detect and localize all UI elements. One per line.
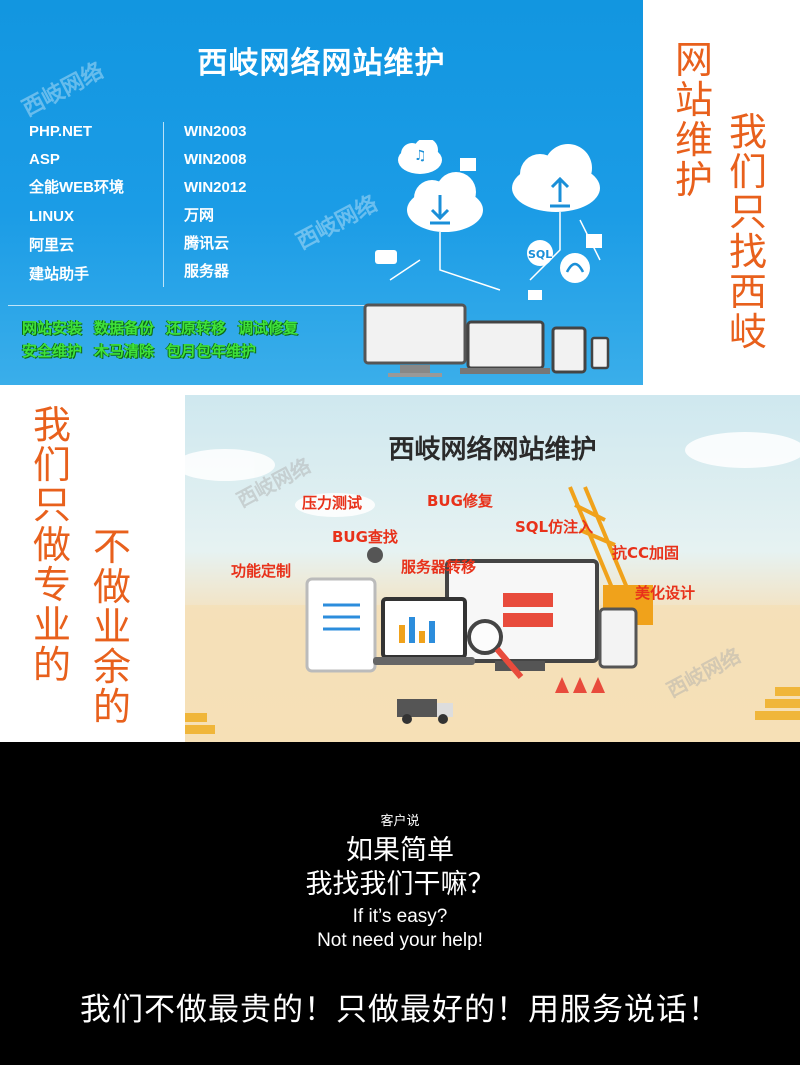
chat-icon <box>460 158 476 171</box>
slogan: 我们不做最贵的！只做最好的！用服务说话！ <box>80 992 720 1028</box>
customer-quote-section: 客户说 如果简单 我找我们干嘛？ If it’s easy? Not need … <box>0 742 800 1065</box>
service-item: 木马清除 <box>94 342 155 360</box>
tech-list-left: PHP.NET ASP 全能WEB环境 LINUX 阿里云 建站助手 <box>29 122 124 294</box>
tag-bug-find: BUG查找 <box>332 528 398 546</box>
headphone-icon <box>560 253 590 283</box>
truck-icon <box>397 699 453 724</box>
svg-text:SQL: SQL <box>528 248 552 261</box>
phone-icon <box>590 336 610 370</box>
desktop-monitor-icon <box>363 303 467 377</box>
workspace-illustration <box>185 432 800 742</box>
tag-stress-test: 压力测试 <box>302 494 363 512</box>
cloud-icon <box>185 432 800 517</box>
gear-icon <box>367 547 383 563</box>
crane-icon <box>568 486 632 596</box>
side-slogan-only-xiqi: 我们只找西岐 <box>728 110 767 354</box>
brick-icon <box>185 687 800 734</box>
banner1-title: 西岐网络网站维护 <box>197 46 446 81</box>
laptop-icon <box>460 320 550 374</box>
edit-icon <box>586 234 602 248</box>
service-item: 网站安装 <box>22 319 83 337</box>
tag-beautify-design: 美化设计 <box>635 584 696 602</box>
service-item: 还原转移 <box>166 319 227 337</box>
desktop-monitor-icon <box>445 559 599 671</box>
tech-item: PHP.NET <box>29 123 93 140</box>
download-icon <box>430 195 450 225</box>
service-item: 数据备份 <box>94 319 155 337</box>
column-divider <box>163 122 164 287</box>
tablet-icon <box>305 577 377 673</box>
phone-icon <box>598 607 638 669</box>
question-line-1: 如果简单 <box>346 835 454 866</box>
music-icon: ♫ <box>414 148 427 164</box>
tech-item: 阿里云 <box>29 237 75 254</box>
services-divider <box>8 305 368 306</box>
tech-item: WIN2003 <box>184 123 247 140</box>
side-slogan-professional: 我们只做专业的 <box>32 403 71 687</box>
question-line-2: 我找我们干嘛？ <box>305 869 495 900</box>
tech-item: 全能WEB环境 <box>29 179 124 196</box>
services-row-1: 网站安装数据备份还原转移调试修复 <box>22 317 310 338</box>
banner-website-maintenance: 西岐网络 西岐网络 西岐网络网站维护 PHP.NET ASP 全能WEB环境 L… <box>0 0 643 385</box>
tech-list-right: WIN2003 WIN2008 WIN2012 万网 腾讯云 服务器 <box>184 122 247 290</box>
cloud-icon <box>398 140 600 232</box>
upload-icon <box>550 176 570 208</box>
tag-anti-cc: 抗CC加固 <box>612 544 680 562</box>
message-icon <box>375 250 397 264</box>
tech-item: WIN2012 <box>184 179 247 196</box>
tech-item: 服务器 <box>184 263 230 280</box>
banner-maintenance-services: 西岐网络 西岐网络 西岐网络网站维护 压力测试 BUG修复 SQL仿注入 BUG… <box>185 395 800 742</box>
cloud-devices-illustration: ♫ SQL <box>363 140 610 377</box>
tag-bug-fix: BUG修复 <box>427 492 493 510</box>
tech-item: 万网 <box>184 207 215 224</box>
sql-icon <box>527 240 553 266</box>
service-item: 包月包年维护 <box>166 342 257 360</box>
service-item: 调试修复 <box>238 319 299 337</box>
services-row-2: 安全维护木马清除包月包年维护 <box>22 340 268 361</box>
tablet-icon <box>551 326 587 374</box>
tag-custom-feature: 功能定制 <box>231 562 292 580</box>
tag-server-migration: 服务器转移 <box>401 558 477 576</box>
tech-item: ASP <box>29 151 60 168</box>
side-slogan-website-maintenance: 网站维护 <box>674 38 713 202</box>
tech-item: 建站助手 <box>29 266 90 283</box>
laptop-icon <box>373 597 475 665</box>
tech-item: LINUX <box>29 208 74 225</box>
magnifier-icon <box>467 619 524 679</box>
banner2-title: 西岐网络网站维护 <box>388 435 597 465</box>
customer-label: 客户说 <box>380 814 420 829</box>
english-line-1: If it’s easy? <box>352 906 448 927</box>
service-item: 安全维护 <box>22 342 83 360</box>
tag-sql-injection: SQL仿注入 <box>515 518 594 536</box>
tech-item: WIN2008 <box>184 151 247 168</box>
english-line-2: Not need your help! <box>317 930 483 951</box>
side-slogan-not-amateur: 不做业余的 <box>92 525 131 729</box>
traffic-cone-icon <box>555 677 605 693</box>
mail-icon <box>528 290 542 300</box>
tech-item: 腾讯云 <box>184 235 230 252</box>
